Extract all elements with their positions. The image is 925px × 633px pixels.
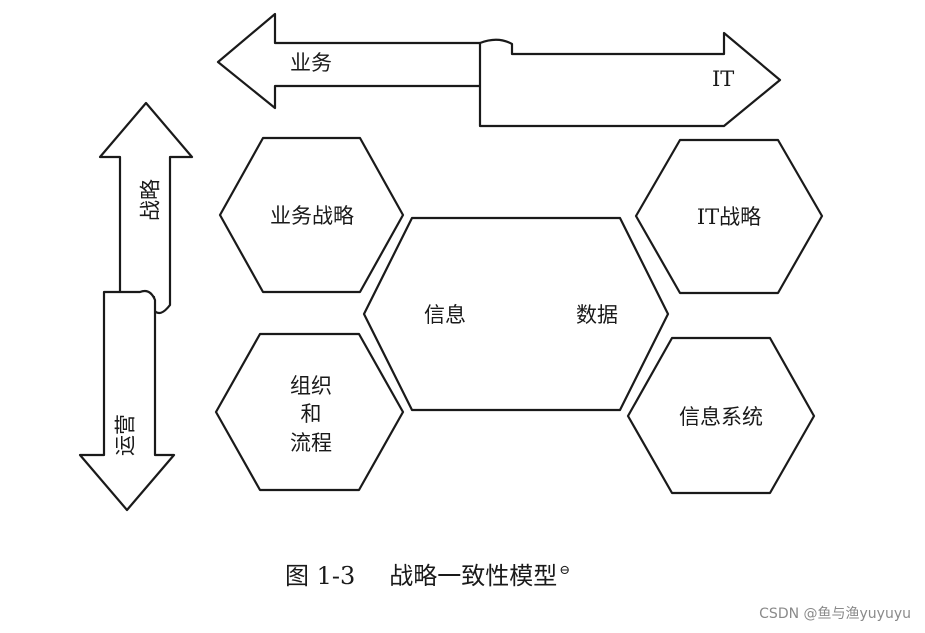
- figure-number: 图 1-3: [285, 562, 356, 590]
- org-label: 组织: [290, 374, 332, 398]
- business-left-arrow: [216, 12, 484, 110]
- hexagon-info-data: 信息 数据: [362, 216, 670, 412]
- process-label: 流程: [290, 431, 332, 455]
- hexagon-org-process: 组织 和 流程: [214, 332, 405, 492]
- hexagon-info-systems: 信息系统: [626, 336, 816, 495]
- it-strategy-label: IT战略: [697, 205, 761, 229]
- and-label: 和: [301, 402, 322, 426]
- hexagon-it-strategy: IT战略: [634, 138, 824, 295]
- data-label: 数据: [576, 303, 618, 327]
- figure-caption: 图 1-3 战略一致性模型⊖: [285, 556, 570, 591]
- info-systems-label: 信息系统: [679, 405, 763, 429]
- watermark: CSDN @鱼与渔yuyuyu: [759, 606, 911, 622]
- business-arrow-label: 业务: [290, 51, 332, 75]
- strategy-arrow-label: 战略: [139, 179, 163, 221]
- figure-title: 战略一致性模型: [389, 562, 558, 590]
- business-strategy-label: 业务战略: [270, 204, 354, 228]
- it-arrow-label: IT: [712, 67, 734, 91]
- operations-down-arrow: [78, 289, 176, 512]
- operations-arrow-label: 运营: [114, 414, 138, 456]
- strategy-operations-arrow-group: 战略 运营: [78, 101, 194, 512]
- it-right-arrow: [478, 31, 782, 128]
- hexagon-business-strategy: 业务战略: [218, 136, 405, 294]
- footnote-mark: ⊖: [559, 563, 571, 578]
- business-it-arrow-group: 业务 IT: [216, 12, 782, 128]
- info-label: 信息: [424, 303, 466, 327]
